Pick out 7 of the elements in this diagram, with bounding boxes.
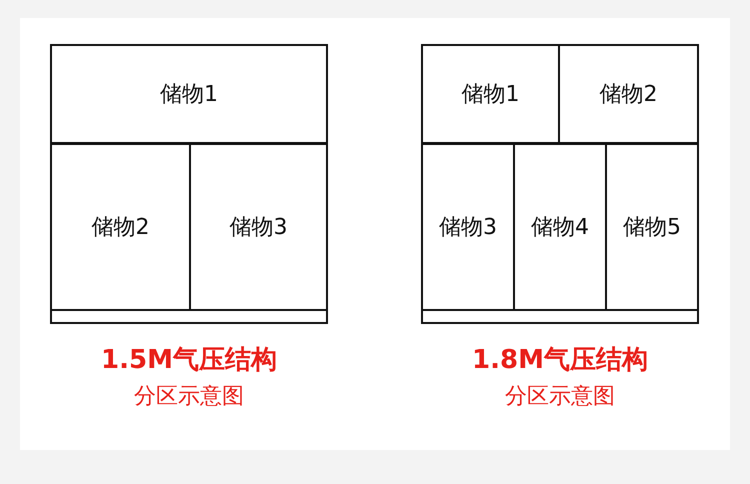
cabinet-outline: [50, 44, 328, 324]
heading-label: 1.5M气压结构: [100, 344, 278, 377]
storage-compartment: 储物1: [423, 46, 560, 145]
heading-label: 1.8M气压结构: [471, 344, 649, 377]
note-label: 分区示意图: [133, 383, 245, 411]
cabinet-outline: [421, 44, 699, 324]
note-label: 分区示意图: [504, 383, 616, 411]
